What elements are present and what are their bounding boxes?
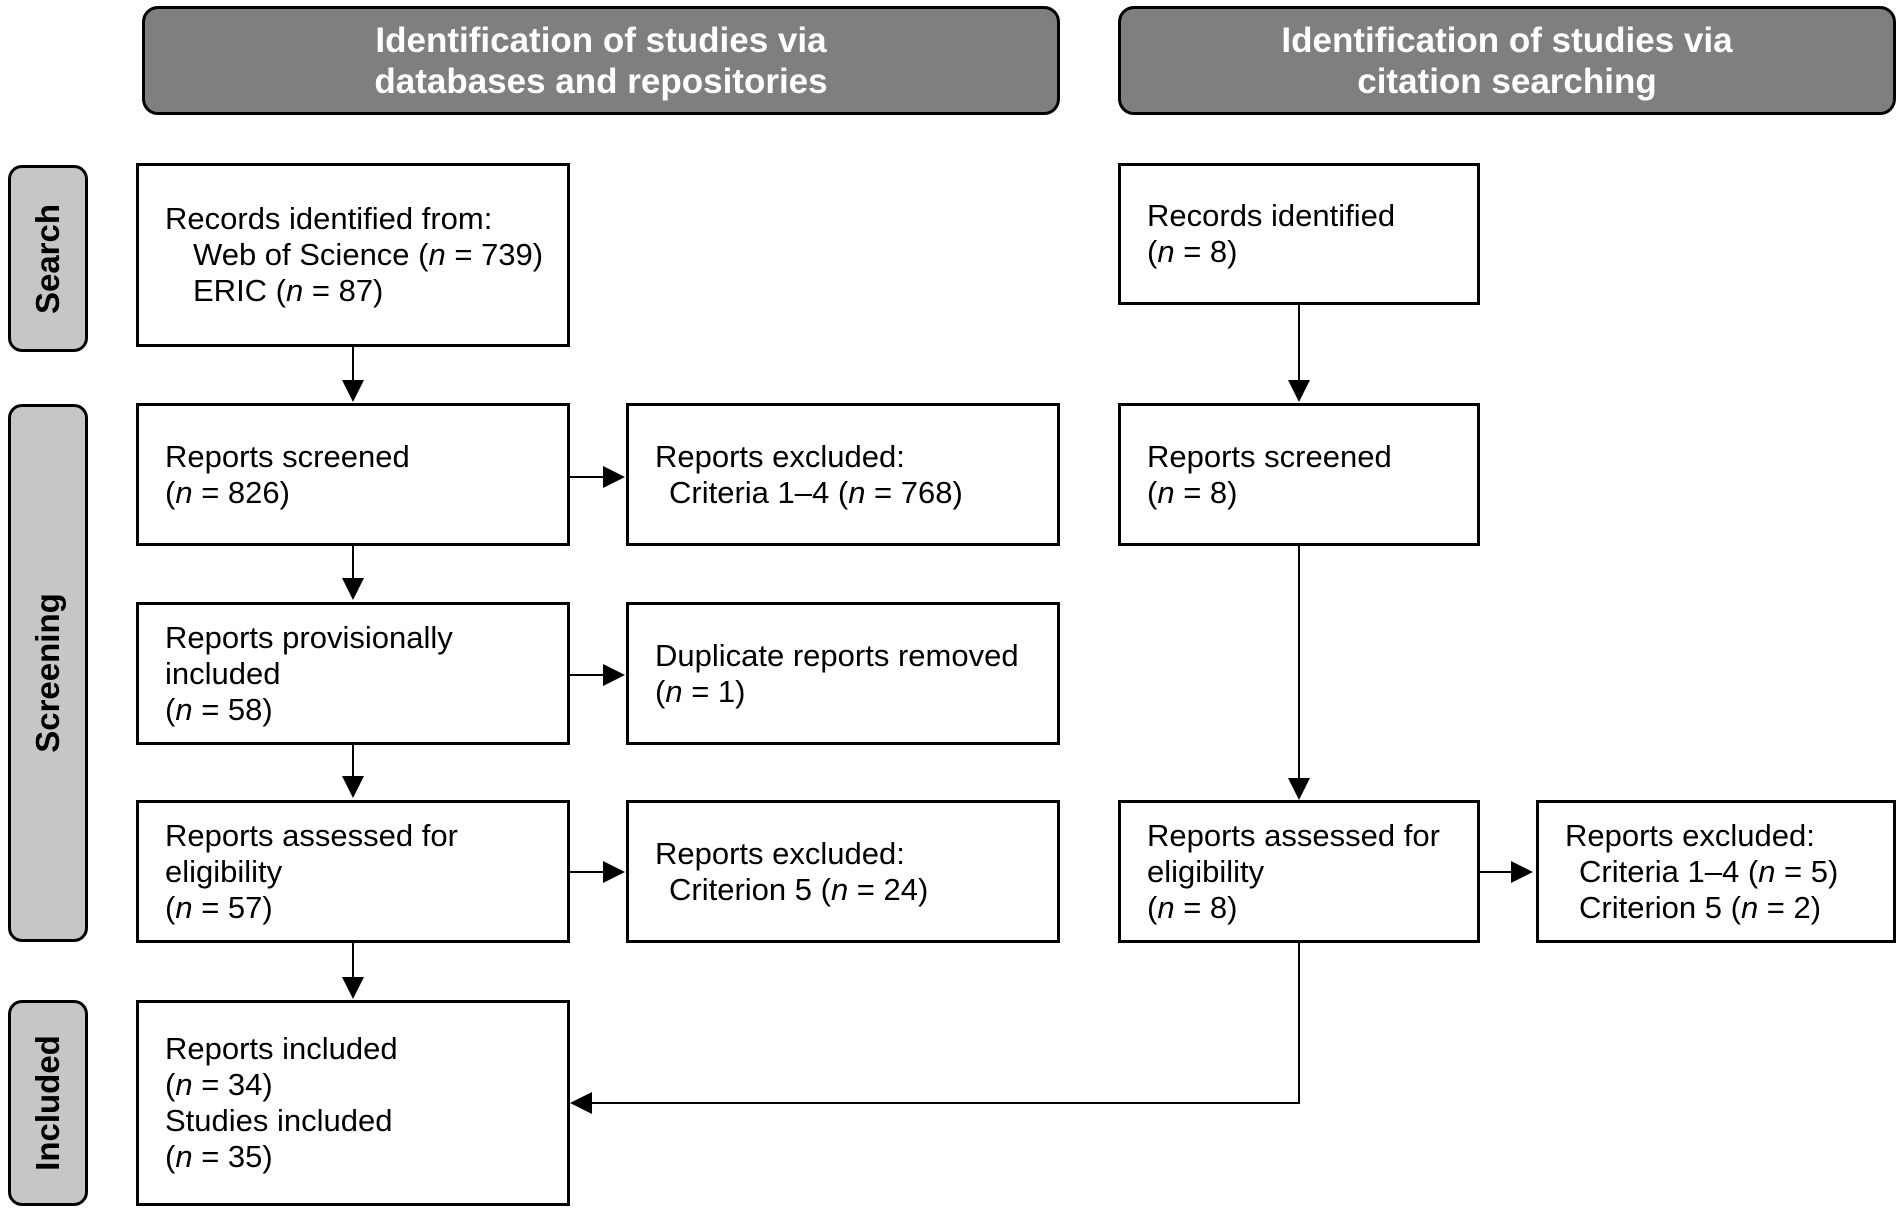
arrow-cit-screened-to-assessed-head [1288,778,1310,800]
arrow-db-screened-to-excluded-head [603,466,625,488]
db-assessed-count: (n = 57) [165,889,273,925]
header-citation: Identification of studies via citation s… [1118,6,1896,115]
cit-records-count: (n = 8) [1147,234,1238,269]
box-db-reports-screened: Reports screened (n = 826) [136,403,570,546]
box-db-included: Reports included (n = 34) Studies includ… [136,1000,570,1206]
db-excluded-1-title: Reports excluded: [655,438,905,474]
box-cit-reports-excluded: Reports excluded: Criteria 1–4 (n = 5) C… [1536,800,1896,943]
db-excluded-1-criteria: Criteria 1–4 (n = 768) [669,474,963,510]
header-citation-line2: citation searching [1357,61,1657,101]
arrow-db-provisional-to-duplicates-head [603,664,625,686]
db-screened-count: (n = 826) [165,474,290,510]
arrow-db-assessed-to-excluded-head [603,861,625,883]
cit-assessed-line2: eligibility [1147,853,1265,889]
cit-excluded-criteria1: Criteria 1–4 (n = 5) [1579,853,1839,889]
arrow-cit-assessed-to-excluded-head [1511,861,1533,883]
db-assessed-line2: eligibility [165,853,283,889]
stage-screening: Screening [8,404,88,942]
arrow-cit-assessed-to-included-head [570,1092,592,1114]
stage-included: Included [8,1000,88,1206]
box-db-records-identified: Records identified from: Web of Science … [136,163,570,347]
db-duplicates-count: (n = 1) [655,673,746,709]
cit-screened-title: Reports screened [1147,438,1392,474]
arrow-db-screened-to-provisional-head [342,578,364,600]
header-databases: Identification of studies via databases … [142,6,1060,115]
arrow-db-identified-to-screened-head [342,380,364,402]
included-reports-title: Reports included [165,1031,398,1066]
included-reports-count: (n = 34) [165,1067,273,1102]
box-db-duplicates-removed: Duplicate reports removed (n = 1) [626,602,1060,745]
db-screened-title: Reports screened [165,438,410,474]
box-db-reports-excluded-criterion5: Reports excluded: Criterion 5 (n = 24) [626,800,1060,943]
cit-records-title: Records identified [1147,198,1396,233]
cit-excluded-criteria2: Criterion 5 (n = 2) [1579,889,1822,925]
box-db-reports-excluded-criteria: Reports excluded: Criteria 1–4 (n = 768) [626,403,1060,546]
box-cit-reports-screened: Reports screened (n = 8) [1118,403,1480,546]
stage-search: Search [8,165,88,352]
db-records-title: Records identified from: [165,201,493,236]
db-excluded-2-title: Reports excluded: [655,835,905,871]
cit-assessed-line1: Reports assessed for [1147,817,1440,853]
db-assessed-line1: Reports assessed for [165,817,458,853]
db-excluded-2-criteria: Criterion 5 (n = 24) [669,871,929,907]
box-db-assessed-eligibility: Reports assessed for eligibility (n = 57… [136,800,570,943]
arrow-db-assessed-to-included-head [342,977,364,999]
arrow-cit-identified-to-screened-head [1288,380,1310,402]
db-provisional-line2: included [165,655,281,691]
cit-screened-count: (n = 8) [1147,474,1238,510]
header-databases-line2: databases and repositories [374,61,828,101]
cit-excluded-title: Reports excluded: [1565,817,1815,853]
header-citation-line1: Identification of studies via [1281,20,1733,60]
arrow-db-provisional-to-assessed-head [342,776,364,798]
db-provisional-line1: Reports provisionally [165,619,453,655]
box-cit-records-identified: Records identified (n = 8) [1118,163,1480,305]
db-source-eric: ERIC (n = 87) [193,273,384,308]
arrow-cit-assessed-to-included [592,942,1300,1104]
db-source-web-of-science: Web of Science (n = 739) [193,237,544,272]
cit-assessed-count: (n = 8) [1147,889,1238,925]
included-studies-title: Studies included [165,1103,393,1138]
db-duplicates-title: Duplicate reports removed [655,637,1019,673]
box-cit-assessed-eligibility: Reports assessed for eligibility (n = 8) [1118,800,1480,943]
header-databases-line1: Identification of studies via [375,20,827,60]
db-provisional-count: (n = 58) [165,691,273,727]
box-db-provisionally-included: Reports provisionally included (n = 58) [136,602,570,745]
included-studies-count: (n = 35) [165,1139,273,1174]
